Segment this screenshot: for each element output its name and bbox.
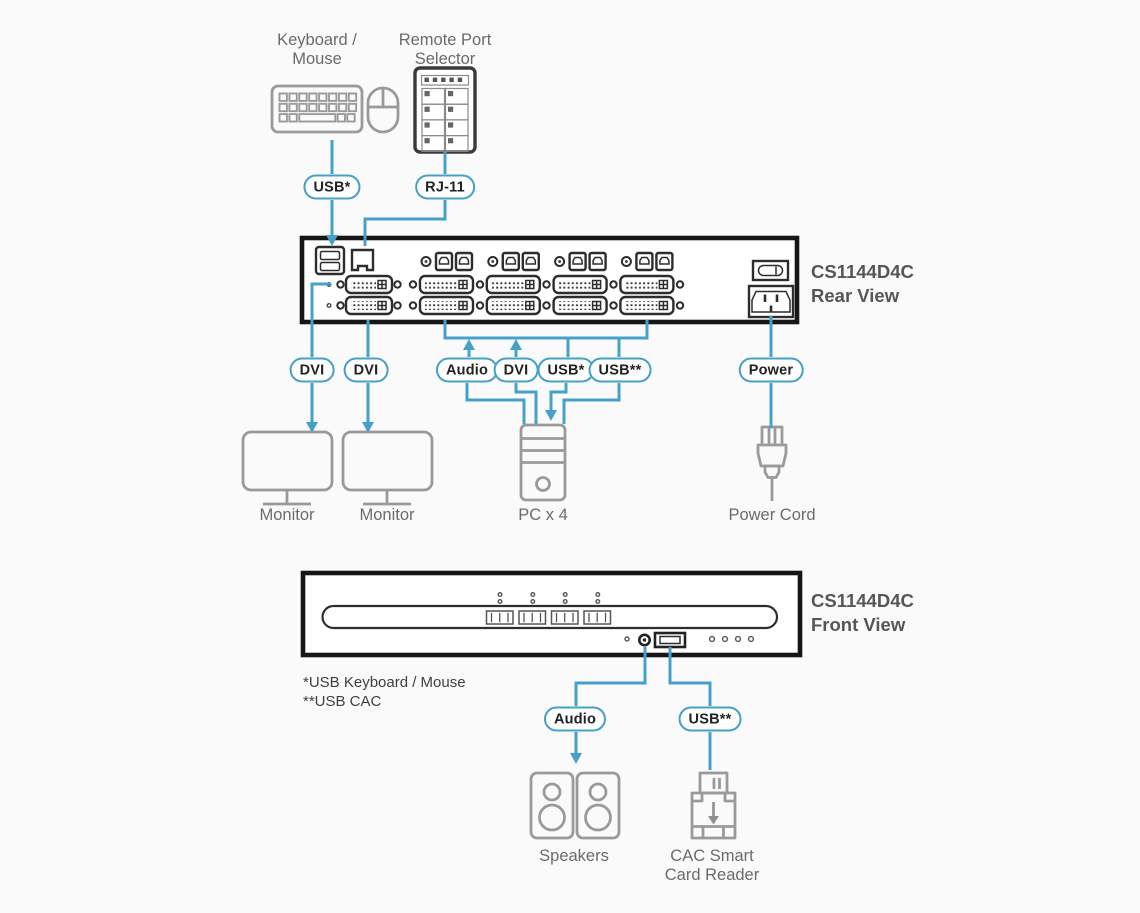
front-led-row	[708, 635, 755, 643]
power-plug-icon	[756, 425, 788, 501]
cac-smart-card-reader-icon	[690, 771, 737, 840]
keyboard-icon	[270, 84, 364, 134]
remote-port-selector-icon	[413, 66, 477, 154]
connector-label-power: Power	[738, 357, 804, 383]
connector-label-dvi-left: DVI	[289, 357, 335, 383]
rear-view-title: CS1144D4C Rear View	[811, 261, 914, 306]
connector-label-dvi-pc: DVI	[493, 357, 539, 383]
front-audio-jack-icon	[637, 633, 651, 647]
front-view-title: CS1144D4C Front View	[811, 590, 914, 635]
connector-label-usb-cac-front: USB**	[678, 706, 742, 732]
connector-label-audio-front: Audio	[543, 706, 607, 732]
footnotes: *USB Keyboard / Mouse **USB CAC	[303, 674, 466, 710]
connector-label-audio-rear: Audio	[435, 357, 499, 383]
pc-tower-icon	[519, 423, 567, 502]
power-inlet-icon	[747, 284, 795, 319]
connector-label-usb-keyboard: USB*	[303, 174, 361, 200]
front-mic-dot	[624, 636, 630, 642]
connector-label-usb-cac-rear: USB**	[588, 357, 652, 383]
rj11-port-icon	[350, 248, 375, 272]
speakers-icon	[529, 771, 621, 840]
monitor-right-label: Monitor	[359, 506, 415, 524]
connector-label-rj11: RJ-11	[415, 174, 475, 200]
front-faceplate-bar	[321, 604, 779, 630]
mouse-icon	[366, 86, 400, 134]
kvm-rear-device	[299, 235, 800, 325]
keyboard-mouse-label: Keyboard / Mouse	[277, 31, 357, 68]
front-usb-port-icon	[653, 631, 687, 649]
monitor-left-label: Monitor	[259, 506, 315, 524]
front-panel-parts	[485, 592, 612, 625]
connector-label-dvi-right: DVI	[343, 357, 389, 383]
pc-label: PC x 4	[518, 506, 568, 524]
kvm-front-device	[300, 570, 803, 658]
power-cord-label: Power Cord	[728, 506, 816, 524]
monitor-left-icon	[241, 430, 334, 506]
remote-port-selector-label: Remote Port Selector	[398, 31, 492, 68]
connection-lines	[306, 140, 773, 770]
monitor-right-icon	[341, 430, 434, 506]
speakers-label: Speakers	[539, 847, 609, 865]
power-switch-icon	[751, 259, 790, 282]
connector-label-usb-pc: USB*	[537, 357, 595, 383]
cac-reader-label: CAC Smart Card Reader	[664, 847, 760, 884]
arrowheads	[306, 235, 582, 764]
rear-ports	[326, 251, 685, 316]
usb-console-ports-icon	[314, 245, 346, 276]
